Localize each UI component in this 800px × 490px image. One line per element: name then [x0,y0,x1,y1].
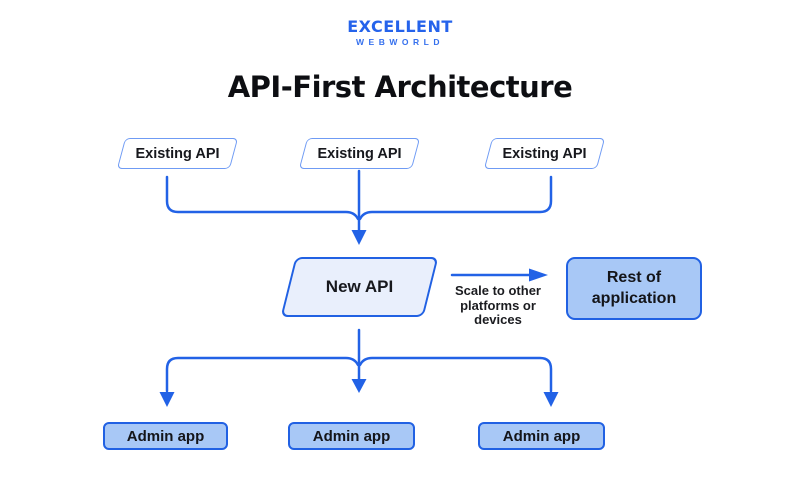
rest-of-application-label: Rest of application [591,268,677,307]
branch-left-arrowhead-icon [159,392,175,407]
branch-left-connector [165,356,360,393]
existing-api-node-1: Existing API [116,138,239,169]
branch-right-connector [358,356,553,393]
branch-right-arrowhead-icon [543,392,559,407]
branch-middle-arrowhead-icon [351,379,367,393]
admin-app-node-1: Admin app [103,422,228,450]
admin-app-label: Admin app [312,427,391,445]
new-api-label: New API [325,277,394,296]
converge-right-connector [358,175,553,221]
page-title: API-First Architecture [227,70,573,104]
scale-arrowhead-icon [529,268,548,282]
scale-note: Scale to other platforms or devices [455,283,541,327]
existing-api-label: Existing API [317,145,402,162]
brand-subname: WEBWORLD [356,37,444,47]
converge-arrowhead-icon [351,230,367,245]
existing-api-node-2: Existing API [298,138,421,169]
brand-name: EXCELLENT [347,17,453,36]
admin-app-label: Admin app [126,427,205,445]
existing-api-label: Existing API [502,145,587,162]
admin-app-label: Admin app [502,427,581,445]
converge-left-connector [165,175,360,221]
existing-api-node-3: Existing API [483,138,606,169]
brand-logo: EXCELLENT WEBWORLD [0,19,800,47]
admin-app-node-2: Admin app [288,422,415,450]
existing-api-label: Existing API [135,145,220,162]
admin-app-node-3: Admin app [478,422,605,450]
new-api-node: New API [280,257,439,317]
rest-of-application-node: Rest of application [566,257,702,320]
